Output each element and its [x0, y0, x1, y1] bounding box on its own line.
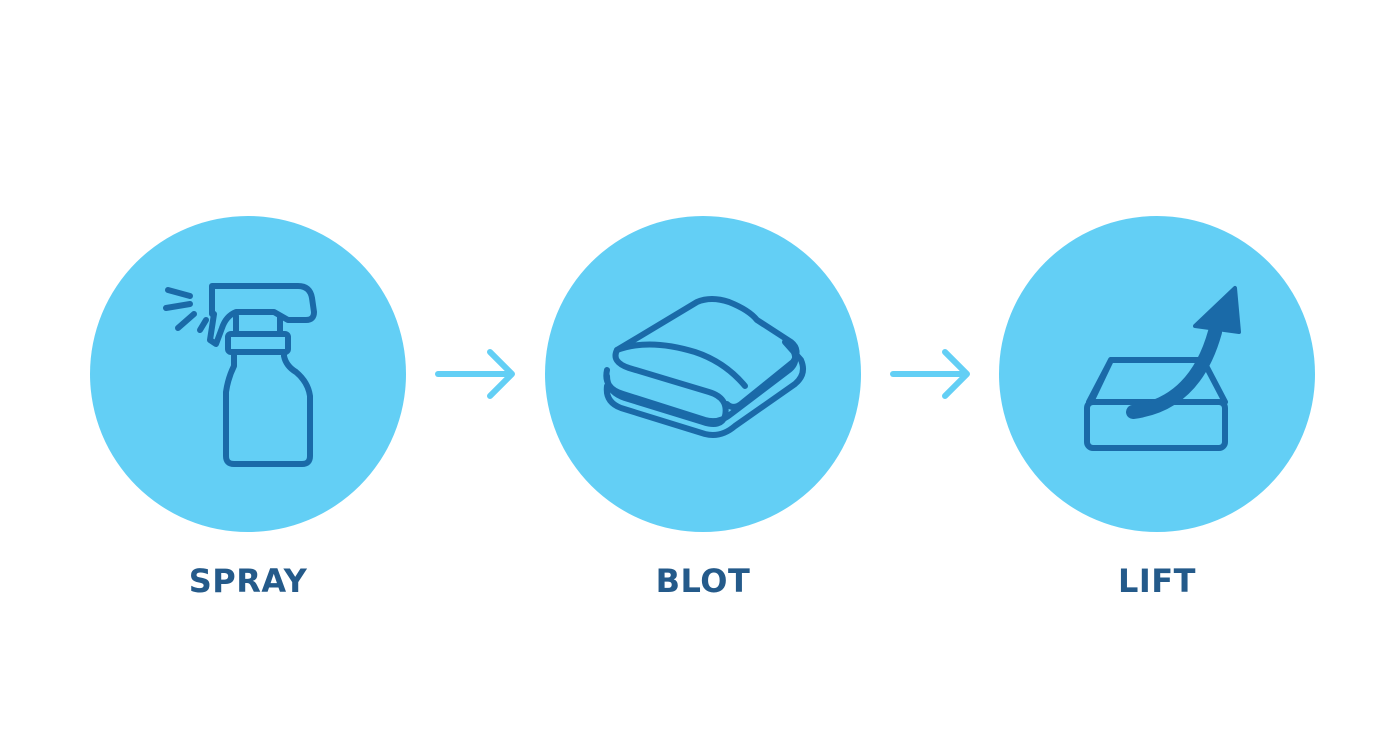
right-arrow-icon: [890, 349, 970, 399]
lift-circle: [999, 216, 1315, 532]
folded-towel-icon: [603, 296, 806, 438]
step-lift: LIFT: [999, 216, 1315, 600]
lift-arrow-icon: [1084, 286, 1241, 451]
right-arrow-icon: [435, 349, 515, 399]
spray-circle: [90, 216, 406, 532]
blot-circle: [545, 216, 861, 532]
step-label-lift: LIFT: [1118, 562, 1196, 600]
step-blot: BLOT: [545, 216, 861, 600]
spray-bottle-icon: [163, 283, 317, 467]
step-spray: SPRAY: [90, 216, 406, 600]
step-label-spray: SPRAY: [188, 562, 308, 600]
step-label-blot: BLOT: [655, 562, 751, 600]
